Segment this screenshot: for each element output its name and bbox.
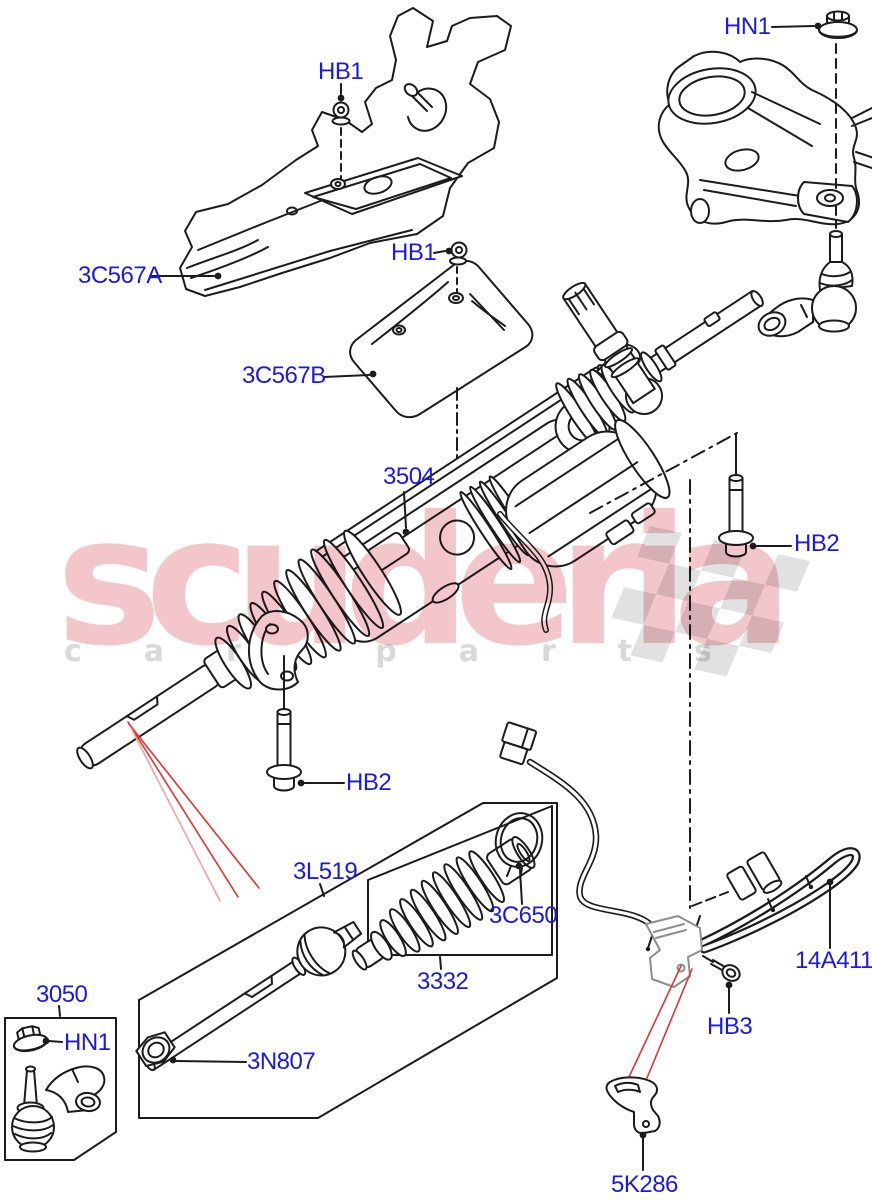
callout-lines-right <box>628 965 693 1079</box>
part-label-3c567b[interactable]: 3C567B <box>242 362 326 389</box>
nut-hn1-upper-icon <box>771 10 858 229</box>
part-label-3504[interactable]: 3504 <box>383 463 435 490</box>
inset-box-3l519 <box>138 802 558 1119</box>
input-shaft <box>562 281 663 415</box>
bolt-hb1-upper-icon <box>331 83 351 179</box>
tie-rod-end-box-3050 <box>4 1005 117 1161</box>
gaiter-boot <box>351 836 536 971</box>
bracket-5k286 <box>605 1076 661 1171</box>
inner-tie-rod <box>144 920 363 1072</box>
assembly-axis-lines <box>589 432 738 909</box>
label-leaders <box>149 272 377 378</box>
rear-knuckle <box>657 50 872 226</box>
bolt-hb2-left-icon <box>266 655 345 792</box>
part-label-3c567a[interactable]: 3C567A <box>78 262 162 289</box>
locknut-3n807 <box>135 1031 247 1068</box>
harness-bracket <box>645 915 703 988</box>
checkered-flag-watermark <box>611 526 810 677</box>
callout-lines-left <box>127 721 260 902</box>
part-label-hb1-upper[interactable]: HB1 <box>318 58 364 85</box>
tie-rod-end-outer <box>757 230 857 338</box>
part-label-3l519[interactable]: 3L519 <box>293 858 358 885</box>
gear-pigtail-wire <box>497 511 554 633</box>
part-label-3c650[interactable]: 3C650 <box>489 902 558 929</box>
heat-shield-3c567a <box>179 7 512 297</box>
tie-rod-end-part <box>11 1025 106 1153</box>
part-label-5k286[interactable]: 5K286 <box>611 1171 678 1198</box>
part-label-14a411[interactable]: 14A411 <box>795 947 872 974</box>
screw-hb3-icon <box>702 955 741 1014</box>
bolt-hb2-right-icon <box>718 433 792 558</box>
part-label-hb3[interactable]: HB3 <box>707 1013 753 1040</box>
part-label-hb2-right[interactable]: HB2 <box>794 530 840 557</box>
part-label-hb2-left[interactable]: HB2 <box>346 769 392 796</box>
steering-gear-3504 <box>76 290 764 770</box>
gear-mount-clamp <box>247 610 309 691</box>
leader-3504 <box>402 491 410 536</box>
part-label-hn1-upper[interactable]: HN1 <box>724 13 771 40</box>
part-label-hb1-lower[interactable]: HB1 <box>391 239 437 266</box>
part-label-3n807[interactable]: 3N807 <box>247 1048 316 1075</box>
bolt-hb1-lower-icon <box>433 241 468 293</box>
part-label-hn1-lower[interactable]: HN1 <box>64 1029 111 1056</box>
boot-kit-box-3332 <box>367 805 553 970</box>
part-label-3050[interactable]: 3050 <box>36 981 88 1008</box>
part-label-3332[interactable]: 3332 <box>417 968 469 995</box>
heat-shield-3c567b <box>349 259 534 419</box>
boot-clamp-3c650 <box>494 812 544 905</box>
